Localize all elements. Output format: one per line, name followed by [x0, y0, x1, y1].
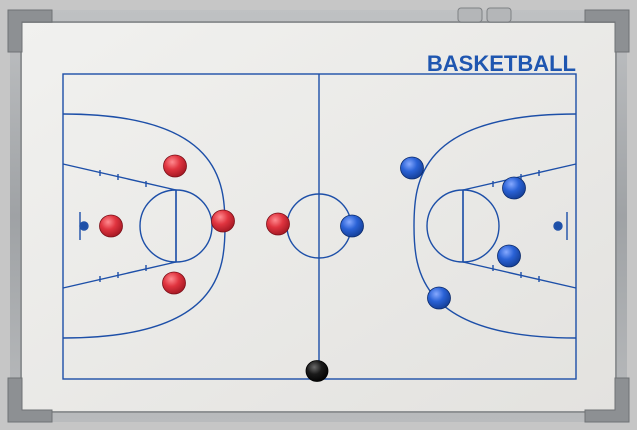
red-magnet[interactable] — [163, 272, 186, 294]
blue-magnet[interactable] — [401, 157, 424, 179]
blue-magnet[interactable] — [341, 215, 364, 237]
red-magnet[interactable] — [100, 215, 123, 237]
blue-magnet[interactable] — [428, 287, 451, 309]
board-title: BASKETBALL — [427, 51, 576, 76]
blue-magnet[interactable] — [498, 245, 521, 267]
red-magnet[interactable] — [164, 155, 187, 177]
hoop-dot-right — [555, 223, 562, 230]
hoop-dot-left — [81, 223, 88, 230]
ball-magnet[interactable] — [306, 361, 328, 382]
red-magnet[interactable] — [267, 213, 290, 235]
red-magnet[interactable] — [212, 210, 235, 232]
blue-magnet[interactable] — [503, 177, 526, 199]
frame-clip-right — [487, 8, 511, 22]
frame-clip-left — [458, 8, 482, 22]
